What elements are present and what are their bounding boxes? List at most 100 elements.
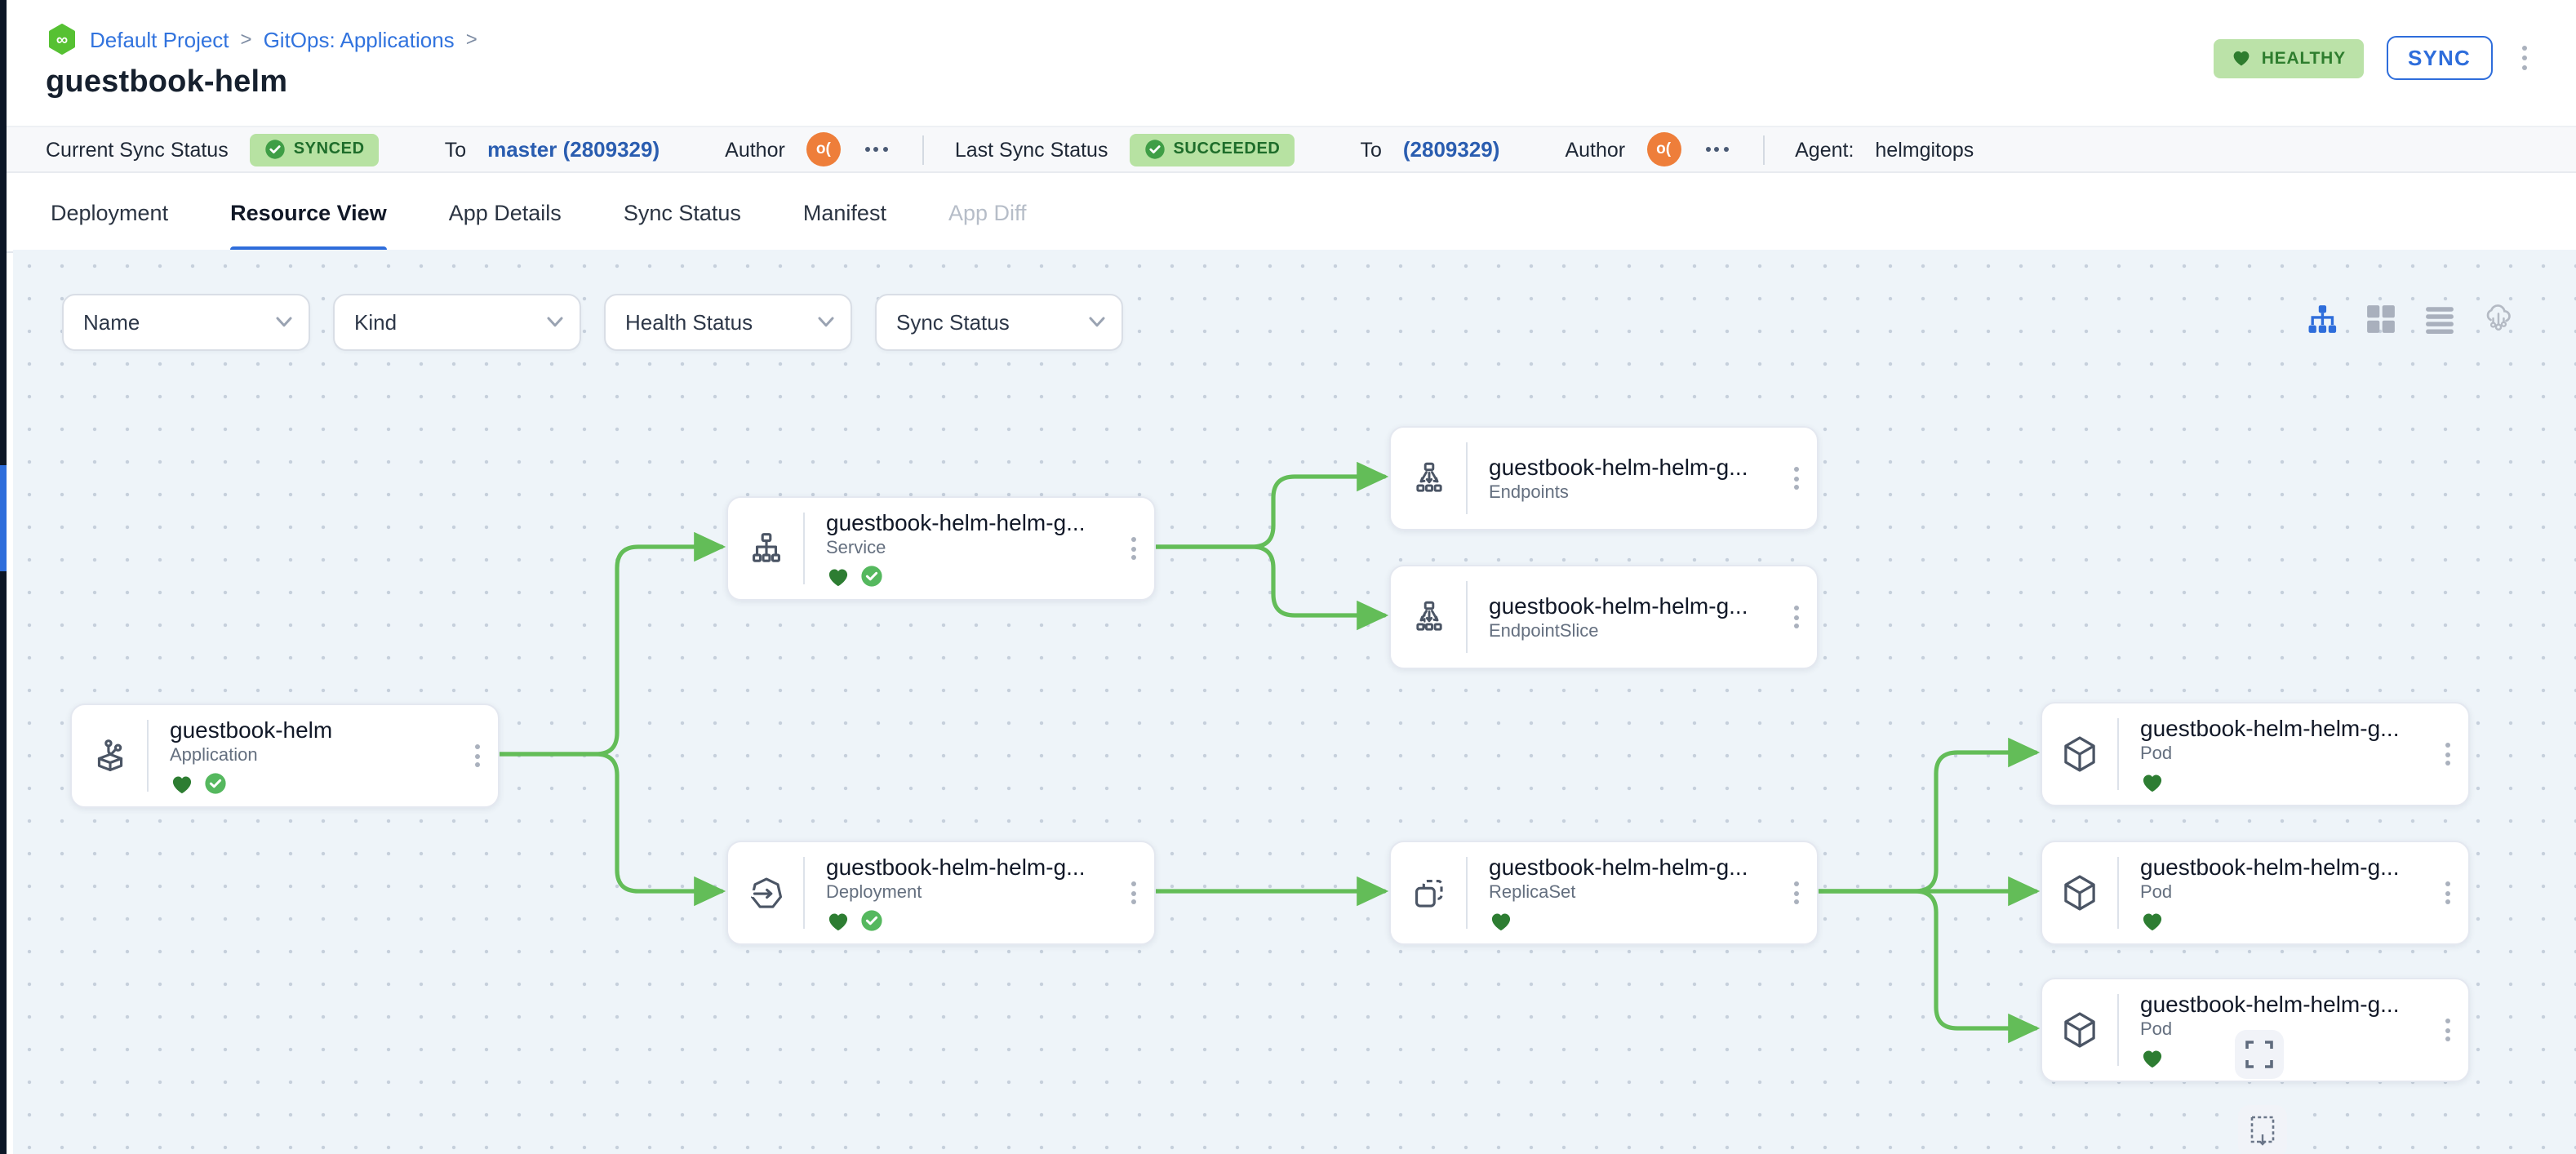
heart-health-icon [2140,1047,2165,1068]
divider [922,135,924,164]
tree-edge [1813,737,2041,894]
tab-deployment[interactable]: Deployment [51,200,169,224]
kebab-menu-icon[interactable] [1789,462,1804,495]
list-view-icon[interactable] [2424,304,2455,335]
heart-health-icon [826,910,851,931]
cloud-view-icon[interactable] [2483,304,2514,335]
agent-value: helmgitops [1875,138,1974,161]
chevron-down-icon [818,317,834,328]
collapsed-sidebar[interactable] [0,0,7,1154]
filter-dropdown-sync-status[interactable]: Sync Status [875,294,1123,351]
tab-app-diff: App Diff [948,200,1027,224]
resource-node-replicaset[interactable]: guestbook-helm-helm-g...ReplicaSet [1389,841,1819,945]
current-sync-status-label: Current Sync Status [46,138,229,161]
tab-app-details[interactable]: App Details [448,200,562,224]
check-circle-icon [1144,139,1165,160]
divider [1466,857,1468,929]
fit-to-screen-button[interactable] [2235,1030,2284,1079]
grid-view-icon[interactable] [2365,304,2396,335]
current-commit-more-icon[interactable] [862,147,891,152]
divider [1466,581,1468,653]
last-commit-more-icon[interactable] [1702,147,1731,152]
resource-tree-canvas[interactable]: Name Kind Health Status Sync Status guestbo… [13,250,2576,1154]
dropdown-label: Kind [354,310,398,335]
divider [803,513,805,584]
breadcrumb: ∞ Default Project > GitOps: Applications… [7,0,2576,55]
last-revision-link[interactable]: (2809329) [1402,137,1500,162]
resource-name: guestbook-helm-helm-g... [1489,454,1748,480]
filter-dropdown-kind[interactable]: Kind [333,294,581,351]
kebab-menu-icon[interactable] [2441,738,2455,770]
kebab-menu-icon[interactable] [1789,601,1804,633]
tree-view-icon[interactable] [2307,304,2338,335]
divider [2117,857,2119,929]
kebab-menu-icon[interactable] [1789,877,1804,909]
resource-name: guestbook-helm-helm-g... [1489,593,1748,619]
resource-name: guestbook-helm-helm-g... [2140,991,2400,1017]
last-to-label: To [1360,138,1382,161]
resource-kind: Deployment [826,883,922,903]
sync-button[interactable]: SYNC [2386,36,2492,80]
tree-edge [1813,889,2041,1044]
tree-edge [494,752,726,907]
resource-node-deployment[interactable]: guestbook-helm-helm-g...Deployment [726,841,1156,945]
kebab-menu-icon[interactable] [1126,877,1141,909]
resource-node-endpoints[interactable]: guestbook-helm-helm-g... Endpoints [1389,426,1819,530]
chevron-down-icon [547,317,563,328]
endpoints-icon [1391,458,1466,499]
header-actions: HEALTHY SYNC [2214,36,2534,80]
tab-resource-view[interactable]: Resource View [230,173,387,251]
breadcrumb-link-project[interactable]: Default Project [90,27,229,51]
pod-icon [2042,1009,2117,1051]
pod-icon [2042,872,2117,914]
resource-name: guestbook-helm-helm-g... [1489,854,1748,880]
breadcrumb-link-applications[interactable]: GitOps: Applications [263,27,455,51]
resource-kind: EndpointSlice [1489,622,1599,641]
dropdown-label: Sync Status [896,310,1010,335]
filter-dropdown-health-status[interactable]: Health Status [604,294,852,351]
kebab-menu-icon[interactable] [470,739,485,772]
heart-health-icon [2140,910,2165,931]
kebab-menu-icon[interactable] [2441,877,2455,909]
current-author-avatar: o( [806,132,841,166]
resource-name: guestbook-helm [170,717,333,743]
selection-tool-button[interactable] [2238,1105,2287,1154]
synced-check-icon [860,909,883,932]
main-area: ∞ Default Project > GitOps: Applications… [7,0,2576,1154]
resource-kind: Service [826,539,886,558]
succeeded-badge-label: SUCCEEDED [1173,140,1281,158]
resource-kind: Endpoints [1489,483,1569,503]
synced-badge-label: SYNCED [293,140,365,158]
tab-sync-status[interactable]: Sync Status [623,200,741,224]
divider [803,857,805,929]
filter-dropdown-name[interactable]: Name [62,294,310,351]
heart-health-icon [826,566,851,587]
health-badge-label: HEALTHY [2261,48,2346,68]
tree-edge [494,531,726,757]
resource-node-pod[interactable]: guestbook-helm-helm-g...Pod [2041,841,2470,945]
resource-node-service[interactable]: guestbook-helm-helm-g...Service [726,496,1156,601]
tree-edge [1150,544,1389,631]
divider [147,720,149,792]
health-status-badge: HEALTHY [2214,38,2364,78]
view-toggles [2307,304,2514,335]
heart-health-icon [1489,910,1513,931]
agent-label: Agent: [1795,138,1854,161]
divider [2117,718,2119,790]
current-revision-link[interactable]: master (2809329) [487,137,660,162]
last-author-avatar: o( [1646,132,1681,166]
replicaset-icon [1391,872,1466,913]
resource-node-endpointslice[interactable]: guestbook-helm-helm-g... EndpointSlice [1389,565,1819,669]
sidebar-active-indicator [0,465,7,571]
kebab-menu-icon[interactable] [1126,532,1141,565]
tab-manifest[interactable]: Manifest [802,200,886,224]
filter-bar: Name Kind Health Status Sync Status [62,294,1123,351]
resource-node-pod[interactable]: guestbook-helm-helm-g...Pod [2041,702,2470,806]
kebab-menu-icon[interactable] [2515,42,2534,74]
status-bar: Current Sync Status SYNCED To master (28… [7,126,2576,173]
kebab-menu-icon[interactable] [2441,1014,2455,1046]
breadcrumb-separator: > [240,28,252,51]
current-author-label: Author [725,138,785,161]
